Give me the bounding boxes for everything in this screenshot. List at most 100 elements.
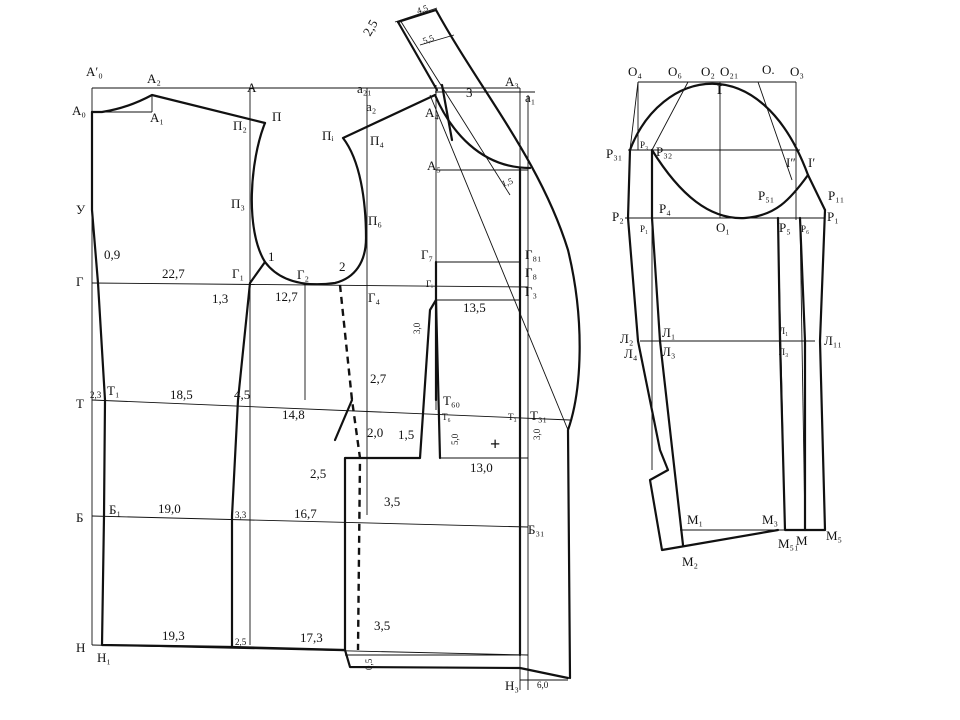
label-p1-sleeve: P₁ <box>827 209 839 224</box>
label-a4: A₄ <box>425 105 439 120</box>
label-p2-sleeve: P₂ <box>612 209 624 224</box>
label-point-1: 1 <box>268 249 275 264</box>
label-gi: Гᵢ <box>426 279 433 289</box>
dim-2-5-hip: 2,5 <box>310 466 326 481</box>
dim-14-8: 14,8 <box>282 407 305 422</box>
label-a1: A₁ <box>150 110 164 125</box>
dim-4-5-top: 4,5 <box>415 2 429 15</box>
dim-2-3: 2,3 <box>90 390 102 400</box>
label-g3: Г₃ <box>525 284 537 299</box>
label-p: П <box>272 109 281 124</box>
label-g4: Г₄ <box>368 290 381 305</box>
label-a3: A₃ <box>505 74 519 89</box>
sleeve-contour-lines <box>626 82 827 552</box>
dim-16-7: 16,7 <box>294 506 317 521</box>
dim-18-5: 18,5 <box>170 387 193 402</box>
label-o21: O₂₁ <box>720 64 738 79</box>
label-t: Т <box>76 396 84 411</box>
dim-3-3: 3,3 <box>235 510 247 520</box>
label-p3-sleeve: P₃ <box>640 140 648 150</box>
label-o1: O₁ <box>716 220 730 235</box>
dim-2-5-top: 2,5 <box>360 17 381 39</box>
label-m3: M₃ <box>762 512 778 527</box>
label-l1-right: Л₁ <box>779 326 788 336</box>
label-g2: Г₂ <box>297 267 309 282</box>
dim-1-5-shoulder: 1,5 <box>500 175 514 188</box>
label-l11: Л₁₁ <box>824 333 842 348</box>
label-g7: Г₇ <box>421 247 433 262</box>
label-l1: Л₁ <box>662 325 675 340</box>
dim-17-3: 17,3 <box>300 630 323 645</box>
label-g1: Г₁ <box>232 266 244 281</box>
sleeve-point-labels: O₄ O₆ O₂ O₂₁ O. O₃ I I″ I′ P₃₁ P₃ P₃₂ P₁… <box>606 62 844 569</box>
label-p6: П₆ <box>368 213 382 228</box>
label-point-3: 3 <box>466 85 473 100</box>
label-o2: O₂ <box>701 64 715 79</box>
label-t31: Т₃₁ <box>530 408 547 423</box>
dim-1-3: 1,3 <box>212 291 228 306</box>
dim-22-7: 22,7 <box>162 266 185 281</box>
dim-13-5: 13,5 <box>463 300 486 315</box>
dim-0-9: 0,9 <box>104 247 120 262</box>
label-l2: Л₂ <box>620 331 633 346</box>
dim-1-5-waist: 1,5 <box>398 427 414 442</box>
label-point-2: 2 <box>339 259 346 274</box>
sleeve-construction-lines <box>625 81 825 531</box>
label-t1: Т₁ <box>107 383 119 398</box>
label-u: У <box>76 202 86 217</box>
label-t6: Т₆ <box>442 412 451 422</box>
label-a2: A₂ <box>147 71 161 86</box>
label-l3: Л₃ <box>662 344 675 359</box>
label-a1-small: a₁ <box>525 90 535 105</box>
label-h3: Н₃ <box>505 678 519 693</box>
label-o6: O₆ <box>668 64 682 79</box>
label-l4: Л₄ <box>624 346 638 361</box>
jacket-point-labels: A′₀ A₂ A a₂₁ A₃ A₀ A₁ П₂ П a₂ a₁ A₄ Пᵢ П… <box>72 64 547 693</box>
dim-3-5-hem: 3,5 <box>374 618 390 633</box>
label-m: M <box>796 533 808 548</box>
label-i-top: I <box>717 82 722 97</box>
dim-5-0-vertical: 5,0 <box>450 433 460 445</box>
label-m1: M₁ <box>687 512 703 527</box>
jacket-dimensions: 2,5 4,5 5,5 1,5 0,9 22,7 1,3 12,7 13,5 3… <box>90 2 549 690</box>
label-m5: M₅ <box>826 528 842 543</box>
label-i-double-prime: I″ <box>786 155 796 170</box>
label-p3: П₃ <box>231 196 245 211</box>
label-a0: A₀ <box>72 103 86 118</box>
dim-0-5-vertical: 0,5 <box>364 658 374 670</box>
dim-12-7: 12,7 <box>275 289 298 304</box>
label-a2-small: a₂ <box>366 99 376 114</box>
label-b31: Б₃₁ <box>528 522 545 537</box>
label-l3-right: Л₃ <box>779 347 788 357</box>
dim-3-5-hip: 3,5 <box>384 494 400 509</box>
label-o3: O₃ <box>790 64 804 79</box>
label-a0-prime: A′₀ <box>86 64 103 79</box>
dim-5-5-top: 5,5 <box>421 32 435 45</box>
dim-19-3: 19,3 <box>162 628 185 643</box>
label-p4-sleeve: P₄ <box>659 201 671 216</box>
dim-6-0: 6,0 <box>537 680 549 690</box>
label-p2: П₂ <box>233 118 247 133</box>
label-o: O. <box>762 62 775 77</box>
label-m51: M₅₁ <box>778 536 799 551</box>
label-t60: Т₆₀ <box>443 393 460 408</box>
label-o4: O₄ <box>628 64 642 79</box>
dim-13-0: 13,0 <box>470 460 493 475</box>
label-p4: П₄ <box>370 133 384 148</box>
label-h1: Н₁ <box>97 650 111 665</box>
dim-19-0: 19,0 <box>158 501 181 516</box>
jacket-contour-lines <box>90 8 581 680</box>
label-p11: P₁₁ <box>828 188 844 203</box>
label-m2: M₂ <box>682 554 698 569</box>
dim-2-5-hem: 2,5 <box>235 637 247 647</box>
dim-2-0: 2,0 <box>367 425 383 440</box>
label-t3: Т₃ <box>508 412 517 422</box>
dim-3-0-side: 3,0 <box>532 428 542 440</box>
label-a21: a₂₁ <box>357 81 372 96</box>
label-a5: A₅ <box>427 158 441 173</box>
plus-mark: + <box>490 434 500 454</box>
dim-3-0-vertical: 3,0 <box>412 322 422 334</box>
label-p6-sleeve: P₆ <box>801 224 809 234</box>
label-a: A <box>247 80 257 95</box>
label-g: Г <box>76 274 84 289</box>
